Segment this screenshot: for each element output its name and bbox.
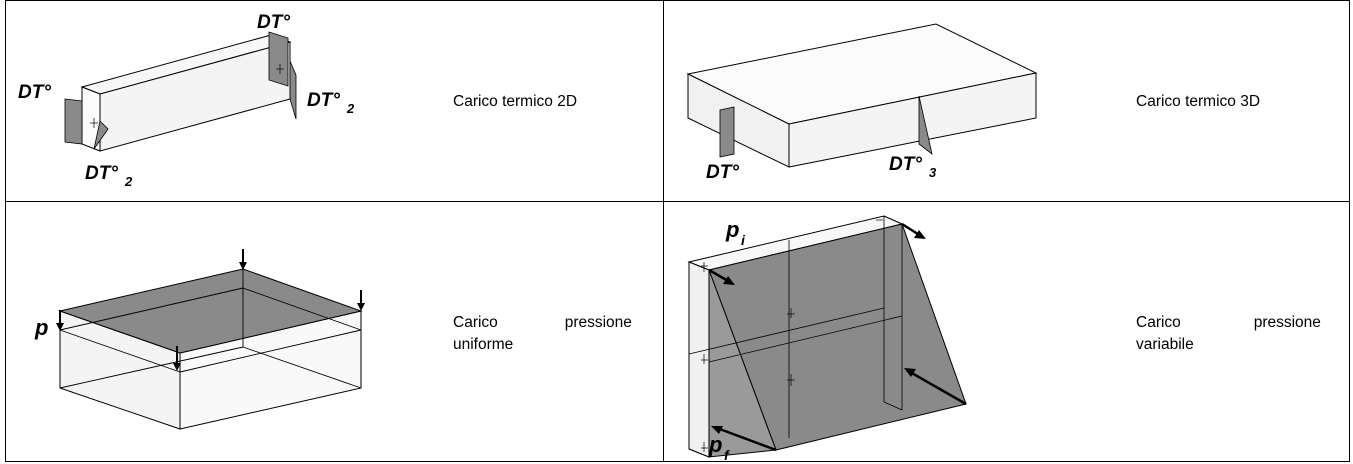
label-p: p — [34, 315, 48, 340]
label-dt3-sub: 3 — [929, 165, 937, 180]
caption-pressure-uniform: Carico pressione uniforme — [453, 312, 638, 356]
table-border-left — [5, 0, 6, 462]
pressure-uniform-diagram: p — [34, 249, 365, 430]
cell-thermal-2d: DT° DT° DT° 2 DT° 2 Carico termico 2D — [6, 1, 663, 201]
caption-pressure-uniform-line1: Carico pressione — [453, 314, 632, 331]
table-border-right — [1349, 0, 1350, 462]
caption-pressure-variable-line1: Carico pressione — [1136, 314, 1321, 331]
label-pi: p — [725, 217, 739, 242]
caption-thermal-3d: Carico termico 3D — [1136, 93, 1261, 110]
thermal-3d-diagram: DT° DT° 3 — [686, 23, 1038, 183]
label-pf: p — [708, 432, 722, 457]
pressure-variable-diagram: p i p f — [687, 215, 967, 461]
label-dt2-right: DT° — [307, 90, 340, 111]
caption-pressure-uniform-line2: uniforme — [453, 336, 514, 353]
label-dt2-bottom-sub: 2 — [124, 174, 133, 189]
label-pi-sub: i — [741, 232, 746, 248]
label-dt2-bottom: DT° — [85, 163, 118, 184]
label-dt3: DT° — [889, 154, 922, 175]
label-dt2-right-sub: 2 — [346, 101, 355, 116]
table-border-top — [5, 0, 1350, 1]
label-dt-top: DT° — [257, 12, 290, 33]
cell-pressure-variable: p i p f Carico pressione variabile — [664, 202, 1349, 461]
table-divider-horizontal — [5, 201, 1350, 202]
label-dt: DT° — [706, 162, 739, 183]
table-divider-vertical — [663, 0, 664, 462]
label-dt-left: DT° — [18, 82, 51, 103]
caption-pressure-variable: Carico pressione variabile — [1136, 312, 1326, 356]
caption-pressure-variable-line2: variabile — [1136, 336, 1194, 353]
thermal-2d-diagram: DT° DT° DT° 2 DT° 2 — [18, 12, 355, 189]
caption-thermal-2d: Carico termico 2D — [453, 93, 578, 110]
table-border-bottom — [5, 461, 1350, 462]
figure-table: DT° DT° DT° 2 DT° 2 Carico termico 2D DT… — [5, 0, 1350, 462]
cell-thermal-3d: DT° DT° 3 Carico termico 3D — [664, 1, 1349, 201]
label-pf-sub: f — [724, 447, 730, 461]
cell-pressure-uniform: p Carico pressione uniforme — [6, 202, 663, 461]
